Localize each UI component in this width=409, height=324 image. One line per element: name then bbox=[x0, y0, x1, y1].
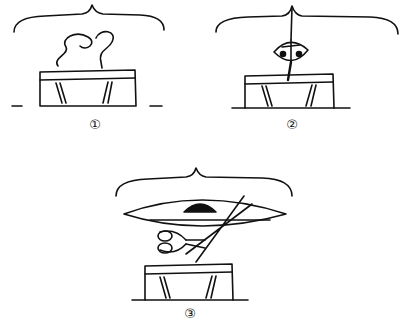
block-edge bbox=[40, 78, 135, 80]
eye-outline bbox=[124, 200, 286, 226]
block bbox=[40, 70, 136, 106]
wavy-line bbox=[57, 32, 113, 68]
scissor-ring bbox=[158, 243, 172, 253]
ground-line bbox=[12, 105, 162, 107]
brace bbox=[116, 168, 292, 196]
dot bbox=[297, 52, 302, 57]
brace bbox=[14, 5, 164, 32]
stem bbox=[288, 62, 291, 80]
scissor-lines bbox=[186, 240, 205, 248]
scissor-ring bbox=[158, 231, 172, 241]
block-marks bbox=[160, 276, 216, 298]
block-edge bbox=[245, 82, 333, 84]
block-marks bbox=[262, 85, 316, 106]
ground-line bbox=[232, 107, 350, 109]
eye-line bbox=[150, 219, 270, 221]
block bbox=[245, 74, 334, 108]
ground-line bbox=[132, 299, 248, 301]
pupil bbox=[184, 204, 216, 212]
stem bbox=[291, 7, 292, 40]
panel-number: ② bbox=[286, 118, 298, 131]
scissor-blades bbox=[186, 196, 252, 262]
block-marks bbox=[56, 82, 112, 103]
dot bbox=[281, 52, 286, 57]
block bbox=[145, 264, 233, 300]
panel-number: ③ bbox=[184, 307, 196, 320]
eye-lines bbox=[282, 40, 300, 62]
brace bbox=[216, 6, 398, 34]
panel-number: ① bbox=[89, 118, 101, 131]
block-edge bbox=[145, 272, 232, 274]
